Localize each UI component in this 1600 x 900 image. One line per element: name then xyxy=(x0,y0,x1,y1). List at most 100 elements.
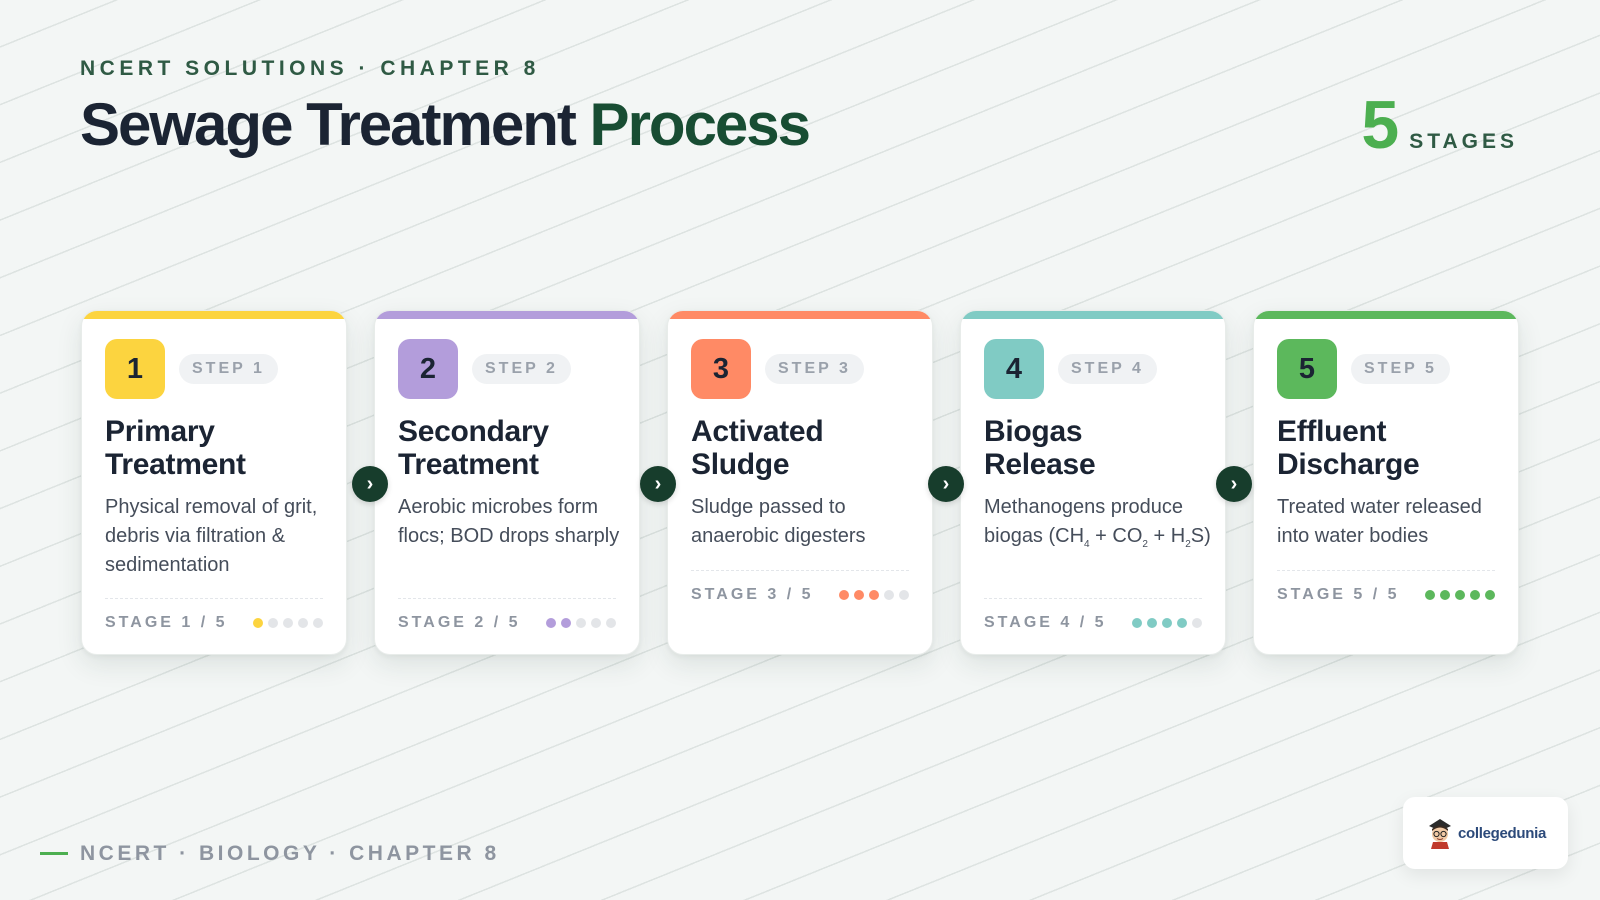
subscript: 2 xyxy=(1142,539,1148,550)
step-title-line-1: Effluent xyxy=(1277,415,1387,448)
progress-dot xyxy=(884,590,894,600)
header-eyebrow: NCERT SOLUTIONS · CHAPTER 8 xyxy=(80,57,540,80)
step-description: Treated water released into water bodies xyxy=(1277,496,1482,547)
description-text: + H xyxy=(1147,525,1186,547)
stage-progress-dots xyxy=(546,618,616,628)
stage-progress-dots xyxy=(1132,618,1202,628)
step-title-line-1: Primary xyxy=(105,415,215,448)
description-text: + CO xyxy=(1089,525,1143,547)
step-number-badge: 5 xyxy=(1277,339,1337,399)
chevron-right-icon: › xyxy=(352,466,388,502)
stage-label: STAGE 4 / 5 xyxy=(984,614,1107,631)
progress-dot xyxy=(1132,618,1142,628)
progress-dot xyxy=(298,618,308,628)
stage-label: STAGE 2 / 5 xyxy=(398,614,521,631)
step-label-pill: STEP 4 xyxy=(1058,354,1157,384)
card-top-bar xyxy=(668,311,932,319)
step-description: Aerobic microbes form flocs; BOD drops s… xyxy=(398,496,620,547)
progress-dot xyxy=(313,618,323,628)
step-number-badge: 1 xyxy=(105,339,165,399)
step-footer: STAGE 4 / 5 xyxy=(984,598,1202,632)
step-description: Physical removal of grit, debris via fil… xyxy=(105,496,318,576)
logo-inner: collegedunia xyxy=(1425,816,1546,850)
page-title: Sewage Treatment Process xyxy=(80,90,811,159)
progress-dot xyxy=(899,590,909,600)
progress-dot xyxy=(854,590,864,600)
step-title-line-2: Discharge xyxy=(1277,448,1420,481)
step-title-line-2: Release xyxy=(984,448,1096,481)
footer-accent-line xyxy=(40,852,68,855)
progress-dot xyxy=(606,618,616,628)
stage-label: STAGE 1 / 5 xyxy=(105,614,228,631)
progress-dot xyxy=(839,590,849,600)
subscript: 4 xyxy=(1084,539,1090,550)
stages-count-number: 5 xyxy=(1361,87,1400,163)
mascot-icon xyxy=(1428,819,1451,849)
progress-dot xyxy=(546,618,556,628)
stage-progress-dots xyxy=(253,618,323,628)
chevron-right-icon: › xyxy=(640,466,676,502)
step-label-pill: STEP 3 xyxy=(765,354,864,384)
card-top-bar xyxy=(961,311,1225,319)
step-title-line-2: Treatment xyxy=(398,448,539,481)
step-title-line-2: Sludge xyxy=(691,448,790,481)
progress-dot xyxy=(283,618,293,628)
step-description: Sludge passed to anaerobic digesters xyxy=(691,496,866,547)
stage-label: STAGE 3 / 5 xyxy=(691,586,814,603)
progress-dot xyxy=(1455,590,1465,600)
progress-dot xyxy=(561,618,571,628)
logo-text: collegedunia xyxy=(1457,824,1547,842)
step-label-pill: STEP 2 xyxy=(472,354,571,384)
step-title-line-2: Treatment xyxy=(105,448,246,481)
progress-dot xyxy=(1192,618,1202,628)
stages-count-badge: 5 STAGES xyxy=(1361,86,1518,164)
card-top-bar xyxy=(1254,311,1518,319)
step-title-line-1: Activated xyxy=(691,415,824,448)
step-footer: STAGE 3 / 5 xyxy=(691,570,909,604)
description-text: Methanogens produce biogas (CH xyxy=(984,496,1184,547)
progress-dot xyxy=(1162,618,1172,628)
subscript: 2 xyxy=(1185,539,1191,550)
step-label-pill: STEP 1 xyxy=(179,354,278,384)
stage-progress-dots xyxy=(839,590,909,600)
progress-dot xyxy=(1425,590,1435,600)
progress-dot xyxy=(253,618,263,628)
footer-caption: NCERT · BIOLOGY · CHAPTER 8 xyxy=(80,842,500,865)
progress-dot xyxy=(576,618,586,628)
step-number-badge: 3 xyxy=(691,339,751,399)
step-footer: STAGE 2 / 5 xyxy=(398,598,616,632)
stage-progress-dots xyxy=(1425,590,1495,600)
card-top-bar xyxy=(82,311,346,319)
title-accent: Process xyxy=(589,91,811,158)
card-top-bar xyxy=(375,311,639,319)
step-footer: STAGE 1 / 5 xyxy=(105,598,323,632)
brand-logo: collegedunia xyxy=(1403,797,1568,869)
title-main: Sewage Treatment xyxy=(80,91,577,158)
chevron-right-icon: › xyxy=(928,466,964,502)
step-footer: STAGE 5 / 5 xyxy=(1277,570,1495,604)
progress-dot xyxy=(1470,590,1480,600)
stage-label: STAGE 5 / 5 xyxy=(1277,586,1400,603)
progress-dot xyxy=(1147,618,1157,628)
chevron-right-icon: › xyxy=(1216,466,1252,502)
step-title-line-1: Biogas xyxy=(984,415,1083,448)
progress-dot xyxy=(591,618,601,628)
step-number-badge: 2 xyxy=(398,339,458,399)
step-description: Methanogens produce biogas (CH4 + CO2 + … xyxy=(984,493,1212,559)
step-title-line-1: Secondary xyxy=(398,415,549,448)
step-number-badge: 4 xyxy=(984,339,1044,399)
progress-dot xyxy=(869,590,879,600)
progress-dot xyxy=(1485,590,1495,600)
description-text: S) xyxy=(1190,525,1211,547)
